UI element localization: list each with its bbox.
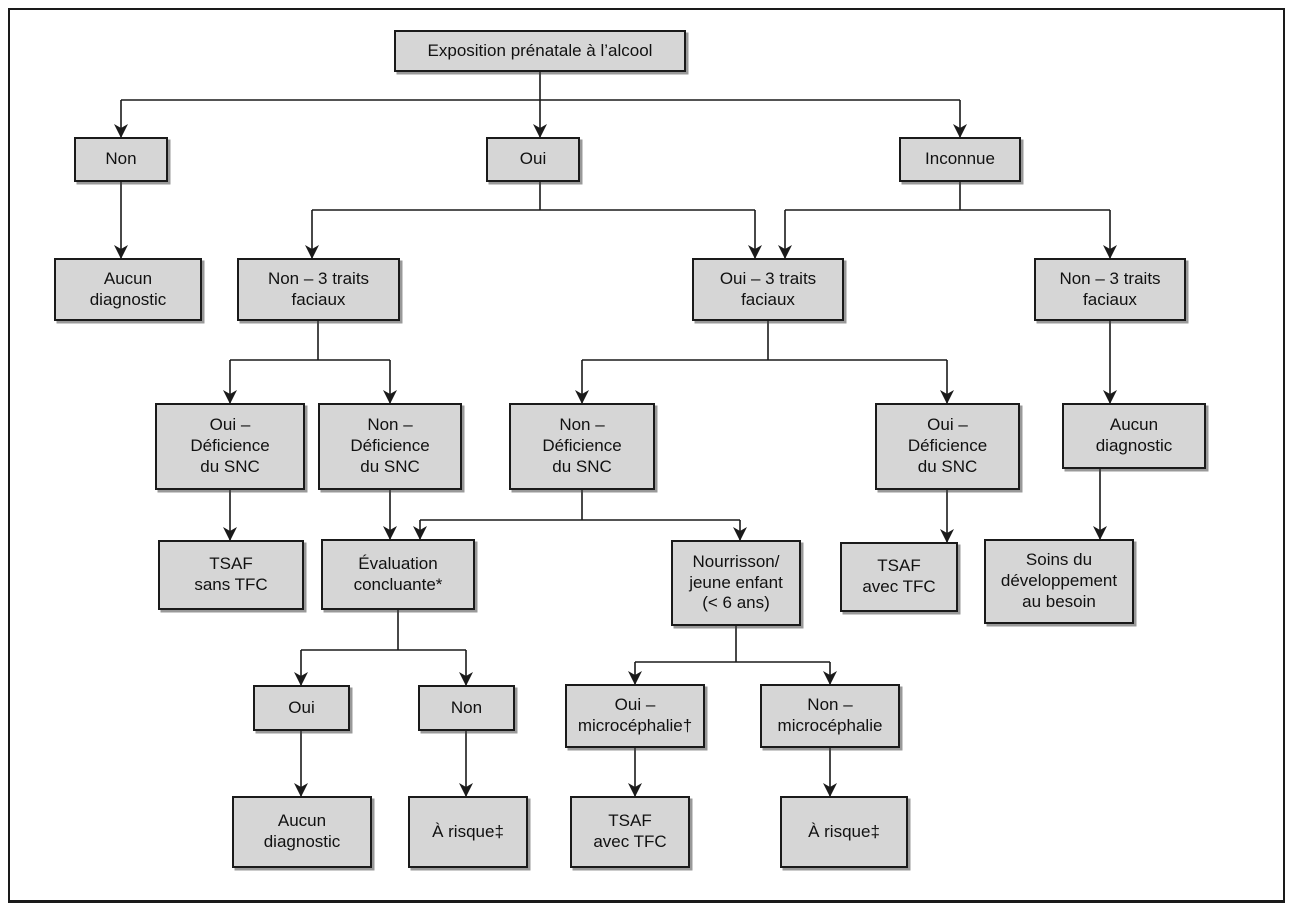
node-aucun-diagnostic-bottom: Aucun diagnostic	[232, 796, 372, 868]
node-non-deficience-snc-left: Non – Déficience du SNC	[318, 403, 462, 490]
node-aucun-diagnostic-left: Aucun diagnostic	[54, 258, 202, 321]
node-tsaf-avec-tfc-mid: TSAF avec TFC	[840, 542, 958, 612]
node-tsaf-avec-tfc-bottom: TSAF avec TFC	[570, 796, 690, 868]
node-oui-microcephalie: Oui – microcéphalie†	[565, 684, 705, 748]
node-non-3-traits-faciaux-left: Non – 3 traits faciaux	[237, 258, 400, 321]
node-a-risque-right: À risque‡	[780, 796, 908, 868]
node-tsaf-sans-tfc: TSAF sans TFC	[158, 540, 304, 610]
node-oui-3-traits-faciaux: Oui – 3 traits faciaux	[692, 258, 844, 321]
node-non-deficience-snc-mid: Non – Déficience du SNC	[509, 403, 655, 490]
node-evaluation-concluante: Évaluation concluante*	[321, 539, 475, 610]
node-a-risque-left: À risque‡	[408, 796, 528, 868]
node-non-microcephalie: Non – microcéphalie	[760, 684, 900, 748]
node-oui-deficience-snc-left: Oui – Déficience du SNC	[155, 403, 305, 490]
node-exposure-non: Non	[74, 137, 168, 182]
node-aucun-diagnostic-right: Aucun diagnostic	[1062, 403, 1206, 469]
node-non-3-traits-faciaux-right: Non – 3 traits faciaux	[1034, 258, 1186, 321]
node-eval-non: Non	[418, 685, 515, 731]
node-soins-developpement: Soins du développement au besoin	[984, 539, 1134, 624]
node-nourrisson-jeune-enfant: Nourrisson/ jeune enfant (< 6 ans)	[671, 540, 801, 626]
node-exposure-inconnue: Inconnue	[899, 137, 1021, 182]
figure-frame	[8, 8, 1285, 903]
node-exposure-oui: Oui	[486, 137, 580, 182]
node-exposition-prenatale-alcool: Exposition prénatale à l’alcool	[394, 30, 686, 72]
node-oui-deficience-snc-right: Oui – Déficience du SNC	[875, 403, 1020, 490]
node-eval-oui: Oui	[253, 685, 350, 731]
